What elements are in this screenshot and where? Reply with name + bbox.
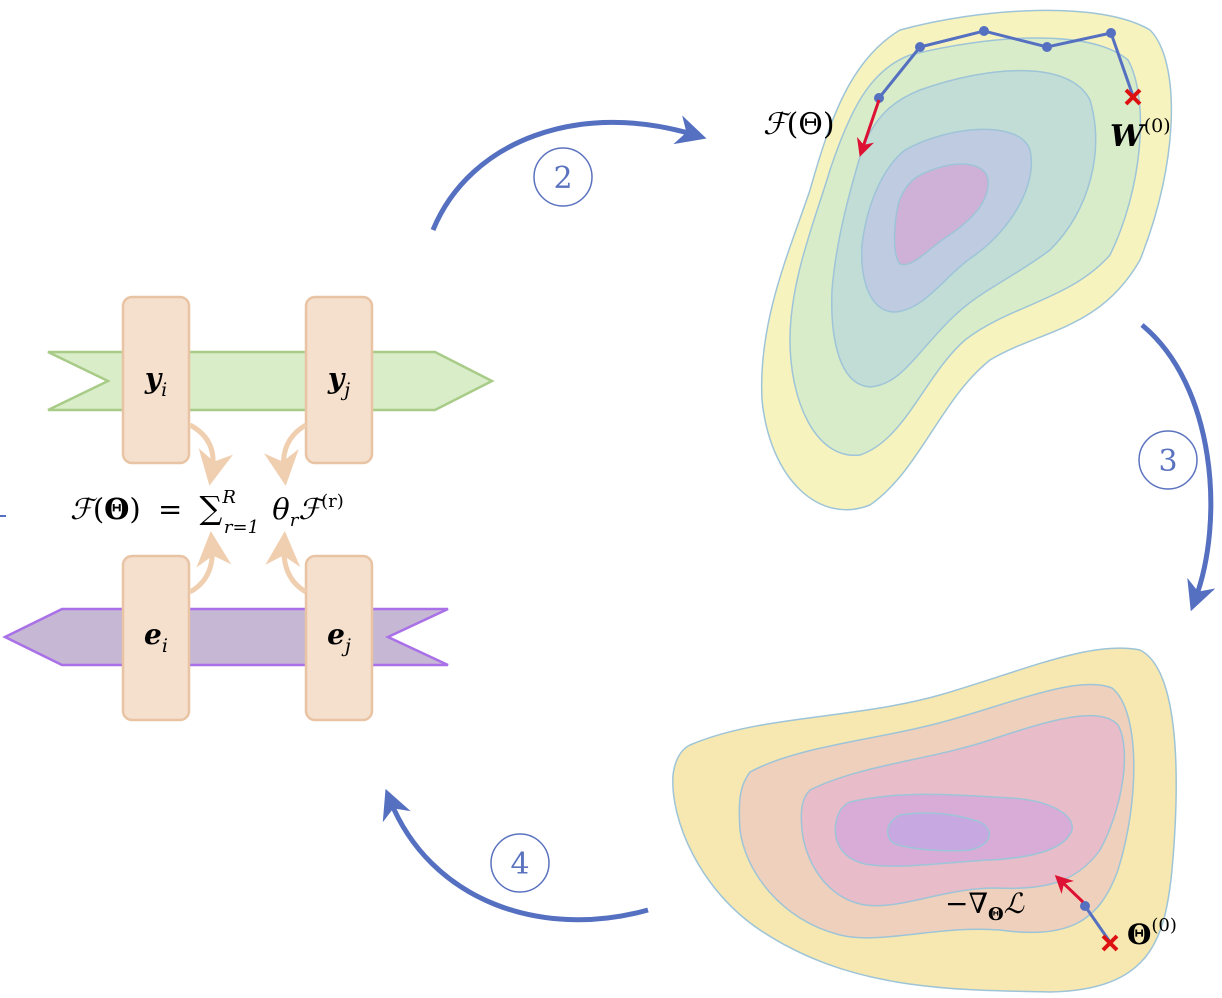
flow-arrow-step-2	[430, 115, 707, 231]
top-trajectory-point	[979, 26, 989, 36]
svg-text:yi: yi	[144, 362, 167, 401]
top-label-W0: W(0)	[1110, 115, 1171, 154]
block-e-j-symbol: e	[327, 618, 345, 651]
top-trajectory-point	[1106, 28, 1116, 38]
arrow-e-j-to-formula	[265, 531, 308, 595]
flow-arrow-step-3	[1140, 323, 1216, 612]
top-descent-arrow	[856, 99, 881, 157]
block-y-j: yj	[304, 295, 374, 465]
block-e-j: ej	[304, 554, 374, 722]
step-2-label: 2	[553, 161, 572, 196]
bottom-label-theta0: Θ(0)	[1127, 915, 1177, 951]
bottom-start-marker-x	[1101, 934, 1119, 952]
block-y-j-subscript: j	[340, 379, 350, 401]
step-3-label: 3	[1158, 444, 1177, 479]
embedding-band-purple	[2, 607, 449, 667]
top-loss-landscape: ℱ(Θ) W(0)	[760, 9, 1173, 511]
block-e-i-subscript: i	[162, 635, 168, 657]
arrow-y-i-to-formula	[188, 422, 234, 486]
label-band-green	[47, 350, 495, 412]
flow-arrows	[382, 115, 1216, 923]
block-y-i: yi	[121, 295, 191, 465]
svg-text:ei: ei	[144, 618, 168, 657]
step-4-label: 4	[510, 847, 529, 882]
bottom-trajectory-point	[1080, 901, 1090, 911]
top-trajectory-point	[1042, 42, 1052, 52]
step-circle-2: 2	[533, 147, 593, 207]
svg-text:yj: yj	[327, 362, 350, 401]
top-contour-5	[893, 163, 989, 266]
top-trajectory-point	[874, 93, 884, 103]
bottom-trajectory-path	[1083, 905, 1112, 943]
block-e-i: ei	[121, 554, 191, 722]
svg-text:ej: ej	[327, 618, 351, 657]
top-label-F-theta: ℱ(Θ)	[763, 107, 835, 142]
block-y-i-symbol: y	[144, 362, 163, 395]
arrow-e-i-to-formula	[188, 531, 232, 595]
step-circle-3: 3	[1138, 430, 1198, 490]
left-panel: yi yj ei ej ℱ(Θ)	[0, 295, 495, 722]
block-y-i-subscript: i	[161, 379, 167, 401]
step-circle-4: 4	[490, 833, 550, 893]
arrow-y-j-to-formula	[264, 422, 308, 486]
top-trajectory-path	[877, 29, 1135, 99]
bottom-loss-landscape: −∇Θℒ Θ(0)	[672, 647, 1177, 993]
block-y-j-symbol: y	[327, 362, 346, 395]
block-e-j-subscript: j	[341, 635, 351, 657]
block-e-i-symbol: e	[144, 618, 162, 651]
bottom-label-neg-grad-L: −∇Θℒ	[945, 887, 1025, 925]
top-trajectory-point	[915, 42, 925, 52]
bottom-gradient-arrow	[1054, 875, 1085, 904]
bottom-contour-5	[887, 812, 990, 852]
top-start-marker-x	[1124, 88, 1142, 106]
flow-arrow-step-4	[382, 788, 649, 923]
